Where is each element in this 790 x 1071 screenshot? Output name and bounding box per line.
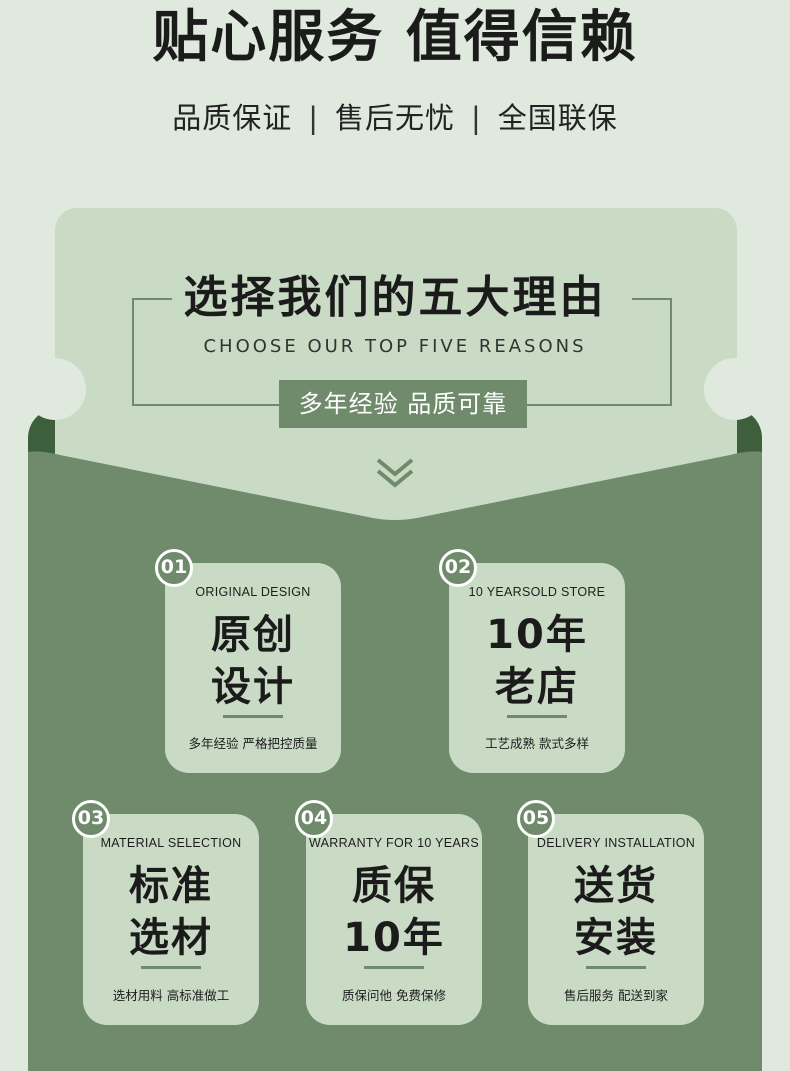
hero-sub-item: 品质保证 <box>172 101 293 135</box>
card-english-label: DELIVERY INSTALLATION <box>536 836 696 850</box>
card-description: 工艺成熟 款式多样 <box>485 736 589 751</box>
card-title-line: 设计 <box>211 664 295 710</box>
card-title-line: 老店 <box>495 664 579 710</box>
reason-card-delivery-installation: DELIVERY INSTALLATION 送货 安装 售后服务 配送到家 <box>528 814 704 1025</box>
section-title: 选择我们的五大理由 <box>183 272 607 323</box>
reason-card-material-selection: MATERIAL SELECTION 标准 选材 选材用料 高标准做工 <box>83 814 259 1025</box>
hero-subtitle: 品质保证 | 售后无忧 | 全国联保 <box>0 96 790 140</box>
card-description: 选材用料 高标准做工 <box>112 988 230 1003</box>
card-divider <box>507 715 567 718</box>
number-badge: 02 <box>439 549 477 587</box>
card-description: 售后服务 配送到家 <box>564 988 668 1003</box>
hero-title: 贴心服务 值得信赖 <box>152 5 638 70</box>
card-english-label: 10 YEARSOLD STORE <box>468 585 606 599</box>
card-title-line: 标准 <box>129 863 213 909</box>
card-english-label: ORIGINAL DESIGN <box>195 585 311 599</box>
card-title-line: 原创 <box>211 612 295 658</box>
card-english-label: WARRANTY FOR 10 YEARS <box>309 836 479 850</box>
number-badge: 04 <box>295 800 333 838</box>
ticket-notch-right <box>704 358 766 420</box>
card-description: 多年经验 严格把控质量 <box>188 736 318 751</box>
card-title-line: 质保 <box>352 863 436 909</box>
hero-sub-item: 全国联保 <box>497 101 618 135</box>
double-chevron-down-icon <box>376 458 414 488</box>
number-badge: 03 <box>72 800 110 838</box>
number-badge: 01 <box>155 549 193 587</box>
title-frame-gap <box>172 290 632 308</box>
reason-card-10-year-store: 10 YEARSOLD STORE 10年 老店 工艺成熟 款式多样 <box>449 563 625 773</box>
separator: | <box>308 101 319 135</box>
reason-card-warranty: WARRANTY FOR 10 YEARS 质保 10年 质保问他 免费保修 <box>306 814 482 1025</box>
hero-sub-item: 售后无忧 <box>334 101 455 135</box>
card-title-line: 选材 <box>129 915 213 961</box>
experience-pill: 多年经验 品质可靠 <box>279 380 527 428</box>
card-divider <box>223 715 283 718</box>
card-english-label: MATERIAL SELECTION <box>100 836 242 850</box>
card-divider <box>141 966 201 969</box>
card-divider <box>364 966 424 969</box>
card-title-line: 送货 <box>574 863 658 909</box>
reason-card-original-design: ORIGINAL DESIGN 原创 设计 多年经验 严格把控质量 <box>165 563 341 773</box>
separator: | <box>471 101 482 135</box>
ticket-notch-left <box>24 358 86 420</box>
card-divider <box>586 966 646 969</box>
number-badge: 05 <box>517 800 555 838</box>
card-description: 质保问他 免费保修 <box>342 988 446 1003</box>
section-subtitle-en: CHOOSE OUR TOP FIVE REASONS <box>203 336 587 357</box>
card-title-line: 10年 <box>343 915 445 961</box>
card-title-line: 安装 <box>574 915 658 961</box>
card-title-line: 10年 <box>486 612 588 658</box>
